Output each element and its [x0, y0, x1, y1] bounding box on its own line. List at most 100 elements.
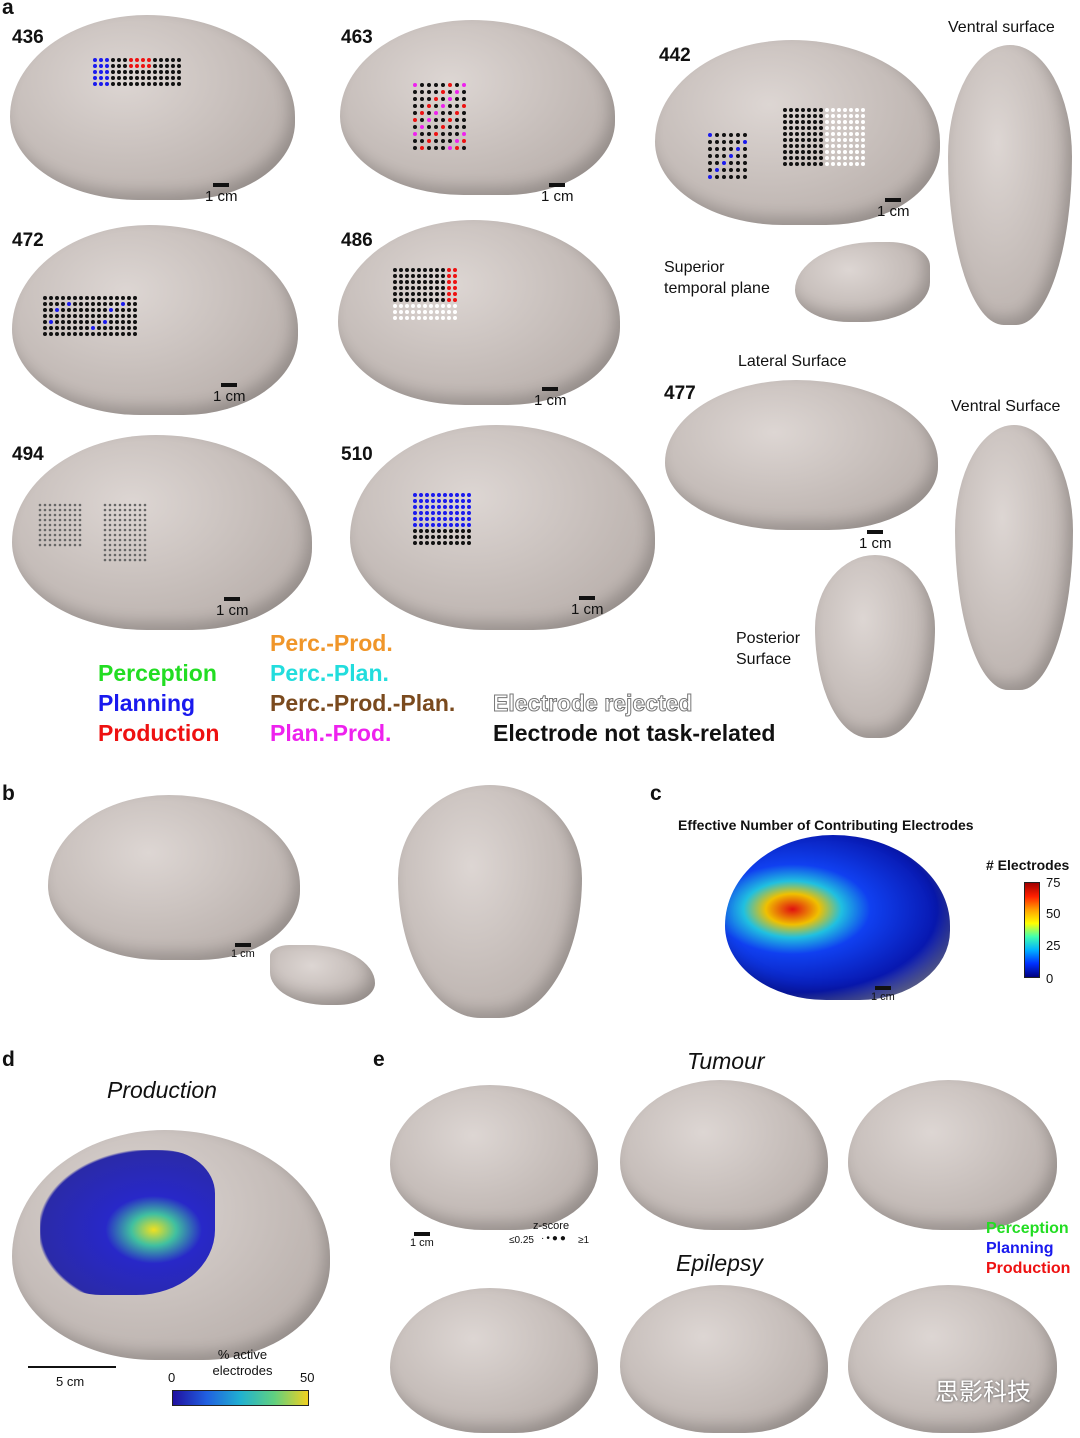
electrode-dot	[453, 304, 457, 308]
electrode-dot	[108, 553, 112, 557]
electrode-dot	[103, 528, 107, 532]
electrode-dot	[48, 533, 52, 537]
electrode-dot	[393, 274, 397, 278]
electrode-dot	[849, 126, 853, 130]
electrode-dot	[61, 320, 65, 324]
electrode-dot	[73, 543, 77, 547]
electrode-dot	[441, 304, 445, 308]
electrode-dot	[105, 76, 109, 80]
electrode-dot	[405, 292, 409, 296]
electrode-dot	[431, 511, 435, 515]
electrode-dot	[423, 316, 427, 320]
electrode-dot	[819, 162, 823, 166]
electrode-dot	[43, 508, 47, 512]
colorbar-tick: 75	[1046, 875, 1061, 890]
electrode-dot	[715, 154, 719, 158]
electrode-dot	[795, 138, 799, 142]
electrode-dot	[103, 553, 107, 557]
electrode-dot	[431, 493, 435, 497]
electrode-dot	[837, 126, 841, 130]
electrode-dot	[138, 543, 142, 547]
tumour-title: Tumour	[687, 1048, 765, 1074]
electrode-dot	[67, 302, 71, 306]
electrode-dot	[427, 111, 431, 115]
electrode-dot	[123, 523, 127, 527]
electrode-dot	[113, 528, 117, 532]
electrode-dot	[133, 518, 137, 522]
electrode-dot	[435, 304, 439, 308]
brain-e-epilepsy-perception	[390, 1288, 598, 1433]
electrode-dot	[413, 97, 417, 101]
electrode-dot	[453, 280, 457, 284]
panel-label-b: b	[2, 782, 15, 805]
electrode-dot	[58, 838, 62, 842]
electrode-dot	[133, 548, 137, 552]
electrode-dot	[423, 268, 427, 272]
electrode-dot	[143, 508, 147, 512]
electrode-dot	[427, 146, 431, 150]
electrode-dot	[91, 308, 95, 312]
scale-bar: 1 cm	[216, 597, 249, 619]
electrode-dot	[813, 150, 817, 154]
electrode-dot	[128, 548, 132, 552]
electrode-dot	[58, 538, 62, 542]
electrode-dot	[133, 553, 137, 557]
zscore-min: ≤0.25	[509, 1235, 534, 1246]
electrode-dot	[63, 543, 67, 547]
electrode-dot	[128, 523, 132, 527]
ventral-surface-477-label: Ventral Surface	[951, 398, 1061, 415]
electrode-dot	[715, 140, 719, 144]
patient-436: 436	[12, 27, 44, 48]
electrode-dot	[43, 320, 47, 324]
scale-bar-line	[28, 1366, 116, 1368]
electrode-dot	[133, 513, 137, 517]
electrode-dot	[708, 147, 712, 151]
electrode-dot	[419, 511, 423, 515]
electrode-dot	[108, 543, 112, 547]
electrode-dot	[431, 535, 435, 539]
electrode-dot	[143, 513, 147, 517]
electrode-dot	[789, 150, 793, 154]
electrode-dot	[831, 108, 835, 112]
patient-510: 510	[341, 444, 373, 465]
electrode-dot	[113, 548, 117, 552]
electrode-dot	[103, 523, 107, 527]
electrode-dot	[420, 139, 424, 143]
electrode-dot	[743, 154, 747, 158]
electrode-dot	[128, 503, 132, 507]
electrode-dot	[789, 156, 793, 160]
electrode-dot	[393, 292, 397, 296]
electrode-dot	[831, 156, 835, 160]
colorbar-min: 0	[168, 1370, 176, 1385]
electrode-dot	[118, 503, 122, 507]
electrode-dot	[103, 518, 107, 522]
electrode-dot	[73, 302, 77, 306]
electrode-dot	[861, 108, 865, 112]
legend-plan-prod: Plan.-Prod.	[270, 720, 392, 746]
electrode-dot	[115, 308, 119, 312]
scale-bar: 1 cm	[231, 943, 255, 960]
brain-477	[665, 380, 938, 530]
electrode-dot	[109, 320, 113, 324]
scale-label: 5 cm	[56, 1374, 85, 1389]
brain-e-tumour-planning	[848, 1080, 1057, 1230]
electrode-dot	[455, 505, 459, 509]
electrode-dot	[443, 535, 447, 539]
electrode-dot	[61, 308, 65, 312]
electrode-dot	[53, 528, 57, 532]
electrode-dot	[58, 508, 62, 512]
electrode-dot	[55, 314, 59, 318]
electrode-dot	[441, 125, 445, 129]
electrode-dot	[461, 517, 465, 521]
electrode-dot	[429, 268, 433, 272]
zscore-size-dots: ·•●●	[541, 1233, 568, 1244]
electrode-dot	[420, 90, 424, 94]
electrode-dot	[171, 76, 175, 80]
electrode-dot	[121, 314, 125, 318]
electrode-dot	[461, 493, 465, 497]
legend-planning: Planning	[98, 690, 196, 716]
electrode-dot	[399, 268, 403, 272]
electrode-dot	[38, 543, 42, 547]
electrode-dot	[63, 528, 67, 532]
electrode-dot	[729, 147, 733, 151]
